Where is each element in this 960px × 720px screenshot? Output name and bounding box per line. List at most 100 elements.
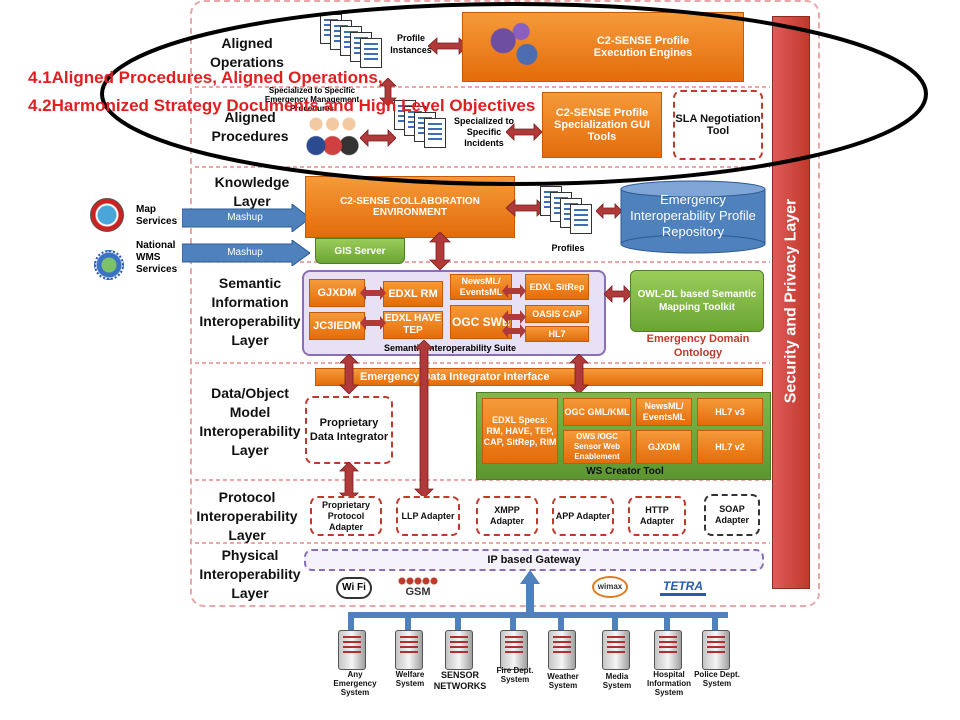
- newsml-box: NewsML/ EventsML: [450, 274, 512, 300]
- bidirectional-arrow: [506, 199, 546, 217]
- system-label: SENSOR NETWORKS: [433, 670, 487, 691]
- mashup-label: Mashup: [227, 212, 263, 223]
- gis-server-box: GIS Server: [315, 238, 405, 264]
- jc3iedm-box: JC3IEDM: [309, 312, 365, 340]
- oasis-cap-box: OASIS CAP: [525, 305, 589, 323]
- server-icon: [654, 630, 682, 670]
- llp-adapter-label: LLP Adapter: [401, 510, 455, 521]
- repository-label: Emergency Interoperability Profile Repos…: [630, 192, 756, 239]
- profile-gui-label: C2-SENSE Profile Specialization GUI Tool…: [554, 107, 650, 143]
- xmpp-adapter-box: XMPP Adapter: [476, 496, 538, 536]
- outer-frame: [190, 0, 820, 607]
- http-adapter-label: HTTP Adapter: [639, 505, 674, 526]
- jc3iedm-label: JC3IEDM: [313, 320, 361, 332]
- document-icon: [424, 118, 446, 148]
- layer-separators: [195, 86, 770, 544]
- soap-adapter-box: SOAP Adapter: [704, 494, 760, 536]
- system-label: Fire Dept. System: [496, 666, 534, 684]
- ogc-gml-box: OGC GML/KML: [563, 398, 631, 426]
- layer-knowledge: Knowledge Layer: [214, 174, 290, 209]
- profile-instances-label: Profile Instances: [390, 33, 432, 55]
- edxl-have-label: EDXL HAVE TEP: [384, 313, 442, 336]
- system-label: Media System: [602, 672, 632, 690]
- xmpp-adapter-label: XMPP Adapter: [489, 505, 524, 526]
- gis-server-label: GIS Server: [334, 245, 386, 257]
- system-label: Welfare System: [395, 670, 425, 688]
- server-icon: [602, 630, 630, 670]
- tetra-logo: TETRA: [660, 576, 706, 596]
- repository-cylinder: [620, 180, 766, 254]
- collaboration-environment-box: C2-SENSE COLLABORATION ENVIRONMENT: [305, 176, 515, 238]
- gjxdm-data-label: GJXDM: [647, 441, 680, 452]
- specialized-emergency-label: Specialized to Specific Emergency Manage…: [264, 86, 360, 113]
- ows-box: OWS /OGC Sensor Web Enablement: [563, 430, 631, 464]
- soap-adapter-label: SOAP Adapter: [714, 504, 749, 525]
- vertical-arrow: [429, 232, 451, 270]
- map-services-icon: [90, 198, 124, 232]
- system-label: Weather System: [547, 672, 579, 690]
- hl7-box: HL7: [525, 326, 589, 342]
- gjxdm-box: GJXDM: [309, 279, 365, 307]
- bidirectional-arrow: [506, 123, 542, 141]
- edxl-specs-label: EDXL Specs: RM, HAVE, TEP, CAP, SitRep, …: [483, 414, 557, 447]
- system-label: Any Emergency System: [333, 670, 377, 697]
- ows-label: OWS /OGC Sensor Web Enablement: [573, 432, 621, 461]
- proprietary-integrator-label: Proprietary Data Integrator: [309, 417, 389, 443]
- hl7v3-label: HL7 v3: [715, 406, 745, 417]
- ogc-swe-box: OGC SWE: [450, 305, 512, 339]
- edxl-sitrep-label: EDXL SitRep: [529, 281, 585, 292]
- layer-protocol: Protocol Interoperability Layer: [196, 489, 298, 543]
- layer-semantic: Semantic Information Interoperability La…: [199, 275, 301, 348]
- layer-data-object: Data/Object Model Interoperability Layer: [199, 385, 301, 458]
- gsm-logo-text: GSM: [405, 586, 431, 598]
- mashup-arrow: [182, 204, 310, 232]
- hl7v2-box: HL7 v2: [697, 430, 763, 464]
- execution-engines-label: C2-SENSE Profile Execution Engines: [593, 35, 693, 59]
- newsml-label: NewsML/ EventsML: [459, 276, 503, 297]
- server-icon: [395, 630, 423, 670]
- mashup-label: Mashup: [227, 247, 263, 258]
- ogc-gml-label: OGC GML/KML: [564, 406, 630, 417]
- bidirectional-arrow: [604, 285, 632, 303]
- edxl-specs-box: EDXL Specs: RM, HAVE, TEP, CAP, SitRep, …: [482, 398, 558, 464]
- hl7-label: HL7: [548, 328, 566, 339]
- server-icon: [338, 630, 366, 670]
- server-icon: [445, 630, 473, 670]
- newsml-data-box: NewsML/ EventsML: [636, 398, 692, 426]
- newsml-data-label: NewsML/ EventsML: [642, 401, 686, 422]
- security-privacy-bar: [772, 16, 810, 589]
- overlay-annotation-line2: 4.2Harmonized Strategy Documents and Hig…: [28, 96, 536, 115]
- ogc-swe-label: OGC SWE: [451, 315, 510, 329]
- wimax-logo: wimax: [592, 576, 628, 598]
- mashup-arrow: [182, 240, 310, 266]
- layer-physical: Physical Interoperability Layer: [199, 547, 301, 601]
- server-icon: [702, 630, 730, 670]
- document-icon: [360, 38, 382, 68]
- sla-negotiation-label: SLA Negotiation Tool: [675, 113, 761, 137]
- layer-aligned-operations: Aligned Operations: [210, 35, 284, 70]
- edxl-sitrep-box: EDXL SitRep: [525, 274, 589, 300]
- collaboration-environment-label: C2-SENSE COLLABORATION ENVIRONMENT: [340, 196, 480, 218]
- document-icon: [570, 204, 592, 234]
- specialized-incidents-label: Specialized to Specific Incidents: [453, 116, 515, 148]
- gjxdm-data-box: GJXDM: [636, 430, 692, 464]
- semantic-suite-label: Semantic Interoperability Suite: [383, 343, 517, 353]
- vertical-arrow: [339, 354, 359, 394]
- vertical-arrow: [569, 354, 589, 394]
- layer-aligned-procedures: Aligned Procedures: [211, 109, 289, 144]
- vertical-arrow: [379, 78, 397, 106]
- gsm-logo: GSM: [398, 576, 438, 600]
- oasis-cap-label: OASIS CAP: [532, 308, 582, 319]
- proprietary-adapter-box: Proprietary Protocol Adapter: [310, 496, 382, 536]
- gsm-dots-icon: [398, 576, 438, 586]
- ws-creator-label: WS Creator Tool: [586, 466, 664, 477]
- server-icon: [548, 630, 576, 670]
- app-adapter-box: APP Adapter: [552, 496, 614, 536]
- ip-gateway-box: IP based Gateway: [304, 549, 764, 571]
- owl-dl-label: OWL-DL based Semantic Mapping Toolkit: [637, 289, 757, 313]
- bidirectional-arrow: [596, 203, 622, 219]
- gears-icon: [478, 16, 550, 78]
- national-wms-icon: [94, 250, 124, 280]
- gjxdm-label: GJXDM: [317, 287, 357, 299]
- ip-gateway-label: IP based Gateway: [487, 554, 581, 566]
